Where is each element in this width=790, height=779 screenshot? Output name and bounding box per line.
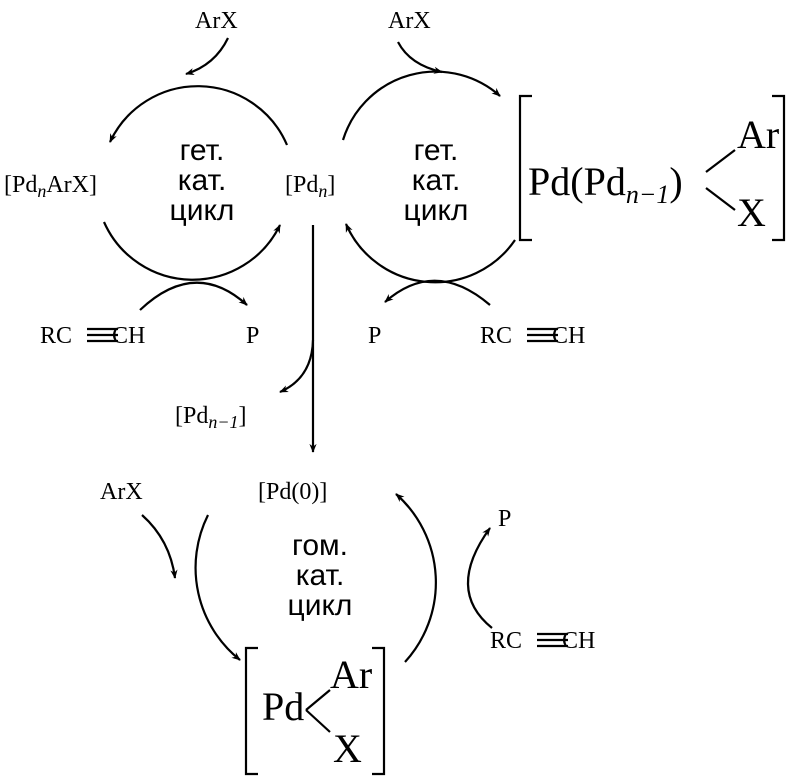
- branch-arrow: [279, 339, 315, 394]
- bond-lines: [305, 689, 331, 733]
- cycle-label-line1: гет.: [180, 134, 225, 167]
- cycle-arc-bottom: [344, 223, 516, 284]
- cycle-label-line3: цикл: [288, 589, 353, 622]
- arx-left: ArX: [195, 8, 238, 34]
- cycle-label-line3: цикл: [404, 194, 469, 227]
- cycle-arc-top: [341, 70, 501, 141]
- bracket-left: [244, 646, 258, 776]
- ar-label: Ar: [737, 112, 779, 157]
- cycle-label-line1: гом.: [292, 529, 348, 562]
- alkyne-arrow-right: [384, 279, 491, 306]
- bracket-left: [518, 94, 532, 242]
- arx-right: ArX: [388, 8, 431, 34]
- alkyne-arrow-left: [139, 281, 248, 311]
- bracket-right: [372, 646, 386, 776]
- arx-arrow-left: [185, 37, 229, 76]
- cycle-label-line1: гет.: [414, 134, 459, 167]
- product-right: P: [368, 323, 381, 349]
- pd0-label: [Pd(0)]: [258, 479, 327, 505]
- ar-label: Ar: [330, 652, 372, 697]
- cycle-arc-top: [109, 85, 289, 146]
- cycle-arc-right: [395, 493, 437, 663]
- cycle-label-line3: цикл: [170, 194, 235, 227]
- product-left: P: [246, 323, 259, 349]
- pd-label: Pd: [262, 684, 304, 729]
- alkyne-arrow-bottom: [466, 527, 493, 629]
- x-label: X: [737, 190, 766, 235]
- triple-bond: [527, 327, 558, 343]
- arx-bottom: ArX: [100, 479, 143, 505]
- pd-complex-het: Pd(Pdn−1): [528, 159, 683, 209]
- cycle-label-line2: кат.: [178, 164, 227, 197]
- arx-arrow-bottom: [141, 514, 178, 579]
- pd-n-arx-label: [PdnArX]: [4, 172, 97, 201]
- pd-n-minus-1-label: [Pdn−1]: [175, 403, 247, 432]
- x-label: X: [333, 726, 362, 771]
- bracket-right: [772, 94, 786, 242]
- leaching-pathway: [Pdn−1]: [175, 225, 317, 453]
- cycle-arc-left: [194, 514, 241, 661]
- cycle-arc-bottom: [102, 221, 281, 281]
- pd-n-label: [Pdn]: [285, 172, 335, 201]
- bond-lines: [705, 149, 736, 211]
- cycle-label-line2: кат.: [296, 559, 345, 592]
- product-bottom: P: [498, 506, 511, 532]
- triple-bond: [87, 327, 118, 343]
- cycle-label-line2: кат.: [412, 164, 461, 197]
- arx-arrow-right: [397, 41, 443, 74]
- triple-bond: [537, 632, 568, 648]
